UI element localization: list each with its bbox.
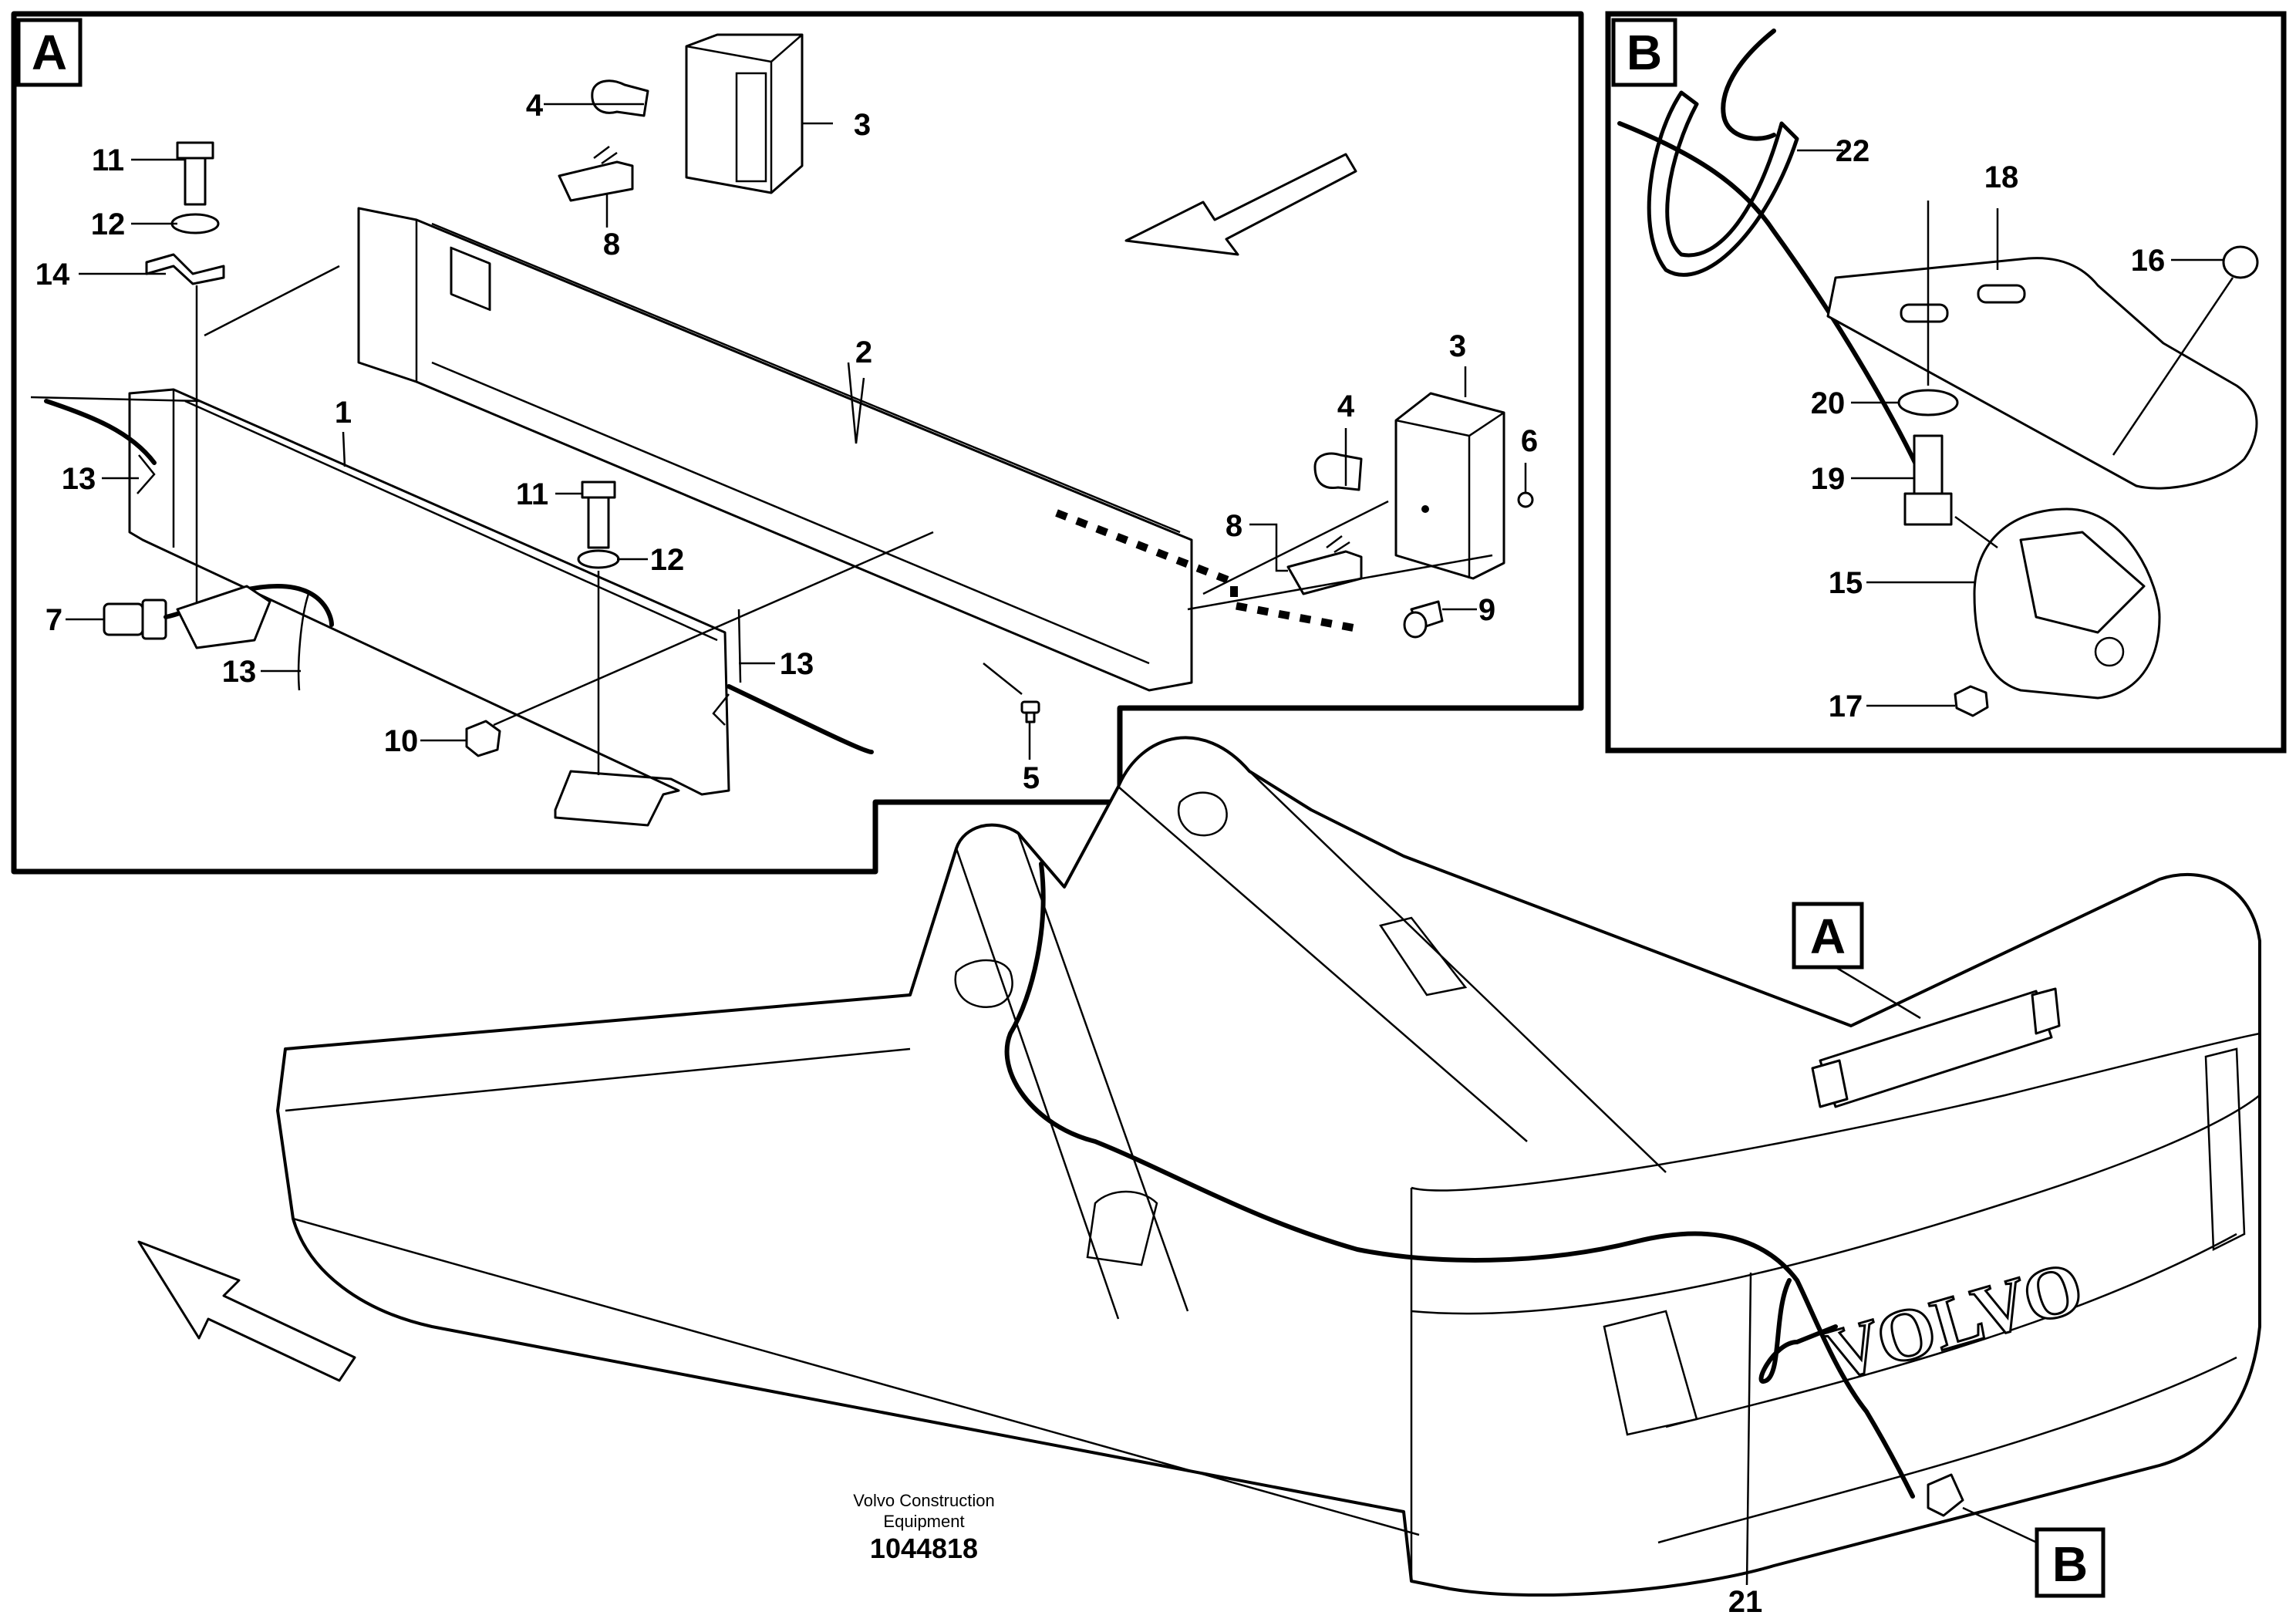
callout-8-right: 8 <box>1226 509 1242 543</box>
cable-tie-13-left <box>137 454 156 494</box>
machine-frame: A VOLVO B <box>137 736 2261 1598</box>
clip-14 <box>145 253 225 285</box>
callout-13-bottom: 13 <box>222 655 257 689</box>
callout-4-right: 4 <box>1337 389 1355 423</box>
callout-21: 21 <box>1728 1585 1763 1619</box>
callout-5: 5 <box>1023 761 1040 795</box>
nut-17 <box>1954 685 1989 717</box>
bolt-11-middle <box>581 481 616 549</box>
connector-7 <box>103 583 334 649</box>
callout-22: 22 <box>1836 134 1870 168</box>
callout-18: 18 <box>1984 160 2019 194</box>
lamp-housing-3-right <box>1394 392 1505 580</box>
callout-20: 20 <box>1811 386 1846 420</box>
bulb-4-right <box>1313 452 1363 491</box>
callout-8-top: 8 <box>603 228 620 261</box>
callout-13-left: 13 <box>62 462 96 496</box>
cable-tie-13-right <box>712 609 742 726</box>
callout-3-top: 3 <box>854 108 871 142</box>
bulb-4-top <box>591 79 649 117</box>
callout-13-right: 13 <box>780 647 814 681</box>
screw-16 <box>2112 245 2259 456</box>
callout-14: 14 <box>35 258 70 292</box>
callout-2: 2 <box>855 336 872 369</box>
callout-numbers: 1 2 3 3 4 4 5 6 7 8 8 9 10 11 11 12 12 1… <box>35 89 2166 1619</box>
credit-line-2: Equipment <box>883 1512 964 1531</box>
callout-11-middle: 11 <box>516 477 548 511</box>
washer-12-middle <box>577 549 620 569</box>
bracket-1 <box>128 388 730 827</box>
callout-7: 7 <box>46 603 62 637</box>
drawing-number: 1044818 <box>870 1533 978 1564</box>
ref-b-box <box>2035 1527 2106 1598</box>
nut-10 <box>465 720 501 757</box>
lamp-15 <box>1973 508 2161 700</box>
dashed-wire <box>1055 509 1358 632</box>
detail-a-label: A <box>32 25 67 80</box>
screw-5 <box>1020 700 1040 723</box>
bolt-19 <box>1903 434 1953 526</box>
direction-arrow-a <box>1124 153 1357 256</box>
screw-6 <box>1517 491 1534 508</box>
callout-6: 6 <box>1521 424 1538 458</box>
screw-9 <box>1403 600 1444 639</box>
lamp-housing-3-top <box>685 33 804 194</box>
callout-4-top: 4 <box>526 89 544 123</box>
detail-b-parts <box>1617 29 2259 717</box>
bracket-2 <box>357 207 1193 692</box>
bolt-11-top <box>176 141 214 206</box>
callout-11-top: 11 <box>92 143 124 177</box>
callout-17: 17 <box>1829 690 1863 723</box>
detail-b-label-box <box>1611 18 1677 87</box>
callout-15: 15 <box>1829 566 1863 600</box>
detail-a-parts <box>30 33 1534 827</box>
washer-12-top <box>170 213 220 234</box>
document-credit: Volvo Construction Equipment 1044818 <box>853 1491 994 1564</box>
callout-12-middle: 12 <box>650 543 685 577</box>
credit-line-1: Volvo Construction <box>853 1491 994 1510</box>
callout-12-top: 12 <box>91 207 126 241</box>
ref-b-label: B <box>2052 1536 2088 1592</box>
ref-a-box <box>1792 902 1864 969</box>
callout-9: 9 <box>1478 593 1495 627</box>
fuse-8-top <box>558 146 634 202</box>
callout-3-right: 3 <box>1449 329 1466 363</box>
callout-1: 1 <box>335 396 352 430</box>
rear-lamp-mounted <box>1927 1473 1964 1517</box>
detail-a-label-box <box>16 18 83 87</box>
direction-arrow-frame <box>137 1240 356 1382</box>
callout-leaders <box>66 103 2223 1586</box>
detail-b-label: B <box>1627 25 1662 80</box>
callout-16: 16 <box>2131 244 2166 278</box>
callout-19: 19 <box>1811 462 1846 496</box>
ref-a-label: A <box>1810 909 1846 964</box>
cable-tie-13-bottom <box>297 593 310 691</box>
callout-10: 10 <box>384 724 419 758</box>
washer-20 <box>1897 389 1959 416</box>
cable-tie-22 <box>1647 90 1799 277</box>
